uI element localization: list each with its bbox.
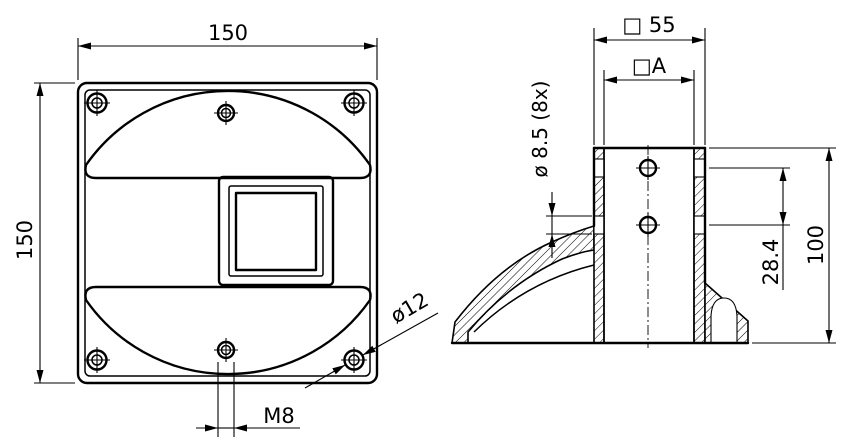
front-width-dimension: 150 xyxy=(77,21,378,80)
side-height-dimension: 100 xyxy=(709,147,836,344)
threaded-hole-top xyxy=(214,101,238,125)
center-boss-outer xyxy=(217,175,335,287)
center-boss-inner xyxy=(234,191,318,272)
right-flange-slot xyxy=(710,297,738,344)
side-view-holes xyxy=(636,156,660,237)
tube-hole-diameter-dimension: ø 8.5 (8x) xyxy=(528,81,592,258)
right-wall-upper-hole-cut xyxy=(693,158,706,178)
tube-hole-lower xyxy=(636,213,660,237)
hole-spacing-dimension-label: 28.4 xyxy=(759,239,783,286)
hole-leader-upper xyxy=(362,312,439,356)
tube-hole-diameter-label: ø 8.5 (8x) xyxy=(528,81,552,178)
mounting-hole-bottom-right xyxy=(341,347,367,373)
thread-dimension: M8 xyxy=(196,362,300,437)
plate-outline xyxy=(76,81,379,385)
threaded-hole-bottom xyxy=(214,338,238,362)
hole-leader-lower xyxy=(304,364,346,389)
outer-square-dimension: □ 55 xyxy=(593,13,706,145)
center-boss-middle xyxy=(228,185,324,277)
upper-lobe xyxy=(84,89,372,180)
front-height-dimension-label: 150 xyxy=(13,220,37,260)
front-height-dimension: 150 xyxy=(13,82,75,384)
front-view: 150 150 M8 ø12 xyxy=(13,21,439,437)
tube-hole-upper xyxy=(636,156,660,180)
left-wall-upper-hole-cut xyxy=(593,158,605,178)
front-view-holes xyxy=(84,90,367,373)
side-height-dimension-label: 100 xyxy=(804,225,828,265)
lower-lobe xyxy=(84,285,372,376)
mounting-hole-bottom-left xyxy=(84,347,110,373)
inner-square-dimension-label: □A xyxy=(632,54,667,78)
right-wall-lower-hole-cut xyxy=(693,215,706,235)
plate-inner-edge xyxy=(84,89,371,377)
side-view: □ 55 □A ø 8.5 (8x) 28.4 xyxy=(450,13,836,348)
left-wall-lower-hole-cut xyxy=(593,215,605,235)
hole-spacing-dimension: 28.4 xyxy=(709,167,790,290)
hole-diameter-dimension: ø12 xyxy=(304,288,439,389)
outer-square-dimension-label: □ 55 xyxy=(622,13,675,37)
inner-square-dimension: □A xyxy=(603,54,695,145)
mounting-hole-top-left xyxy=(84,90,110,116)
hole-diameter-label: ø12 xyxy=(386,288,432,329)
mounting-hole-top-right xyxy=(341,90,367,116)
thread-size-label: M8 xyxy=(263,404,294,428)
left-flange-shell-section xyxy=(451,225,595,344)
front-width-dimension-label: 150 xyxy=(208,21,248,45)
left-flange-inner-surface xyxy=(473,264,595,333)
